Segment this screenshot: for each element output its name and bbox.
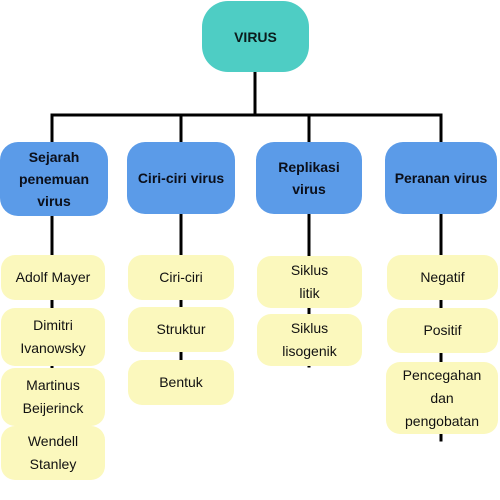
leaf-node-adolf-mayer: Adolf Mayer bbox=[1, 255, 105, 300]
leaf-node-ciri-ciri: Ciri-ciri bbox=[128, 255, 234, 300]
leaf-node-pencegahan-pengobatan: Pencegahan dan pengobatan bbox=[386, 362, 498, 434]
category-label: Peranan virus bbox=[394, 170, 488, 186]
leaf-label: Adolf Mayer bbox=[15, 269, 91, 285]
leaf-label: Martinus Beijerinck bbox=[22, 377, 84, 416]
leaf-node-siklus-litik: Siklus litik bbox=[257, 256, 362, 308]
leaf-label: Pencegahan dan pengobatan bbox=[402, 366, 482, 429]
leaf-node-bentuk: Bentuk bbox=[128, 360, 234, 405]
leaf-label: Siklus litik bbox=[290, 262, 329, 301]
category-node-ciri: Ciri-ciri virus bbox=[127, 142, 235, 214]
leaf-node-siklus-lisogenik: Siklus lisogenik bbox=[257, 314, 362, 366]
leaf-node-wendell-stanley: Wendell Stanley bbox=[1, 426, 105, 480]
leaf-label: Wendell Stanley bbox=[27, 433, 79, 472]
root-node-virus: VIRUS bbox=[202, 1, 309, 72]
category-node-peranan: Peranan virus bbox=[385, 142, 497, 214]
leaf-label: Dimitri Ivanowsky bbox=[20, 317, 86, 356]
category-node-replikasi: Replikasi virus bbox=[256, 142, 362, 214]
leaf-node-dimitri-ivanowsky: Dimitri Ivanowsky bbox=[1, 308, 105, 366]
leaf-label: Ciri-ciri bbox=[159, 269, 203, 285]
root-label: VIRUS bbox=[234, 28, 277, 45]
leaf-label: Siklus lisogenik bbox=[282, 320, 337, 359]
category-label: Ciri-ciri virus bbox=[137, 170, 225, 186]
leaf-label: Bentuk bbox=[159, 374, 203, 390]
leaf-node-positif: Positif bbox=[387, 308, 498, 353]
leaf-label: Positif bbox=[423, 322, 462, 338]
leaf-label: Struktur bbox=[156, 321, 206, 337]
leaf-label: Negatif bbox=[420, 269, 465, 285]
category-label: Replikasi virus bbox=[278, 159, 340, 197]
leaf-node-negatif: Negatif bbox=[387, 255, 498, 300]
category-node-sejarah: Sejarah penemuan virus bbox=[0, 142, 108, 216]
category-label: Sejarah penemuan virus bbox=[18, 149, 89, 209]
leaf-node-martinus-beijerinck: Martinus Beijerinck bbox=[1, 368, 105, 426]
leaf-node-struktur: Struktur bbox=[128, 307, 234, 352]
